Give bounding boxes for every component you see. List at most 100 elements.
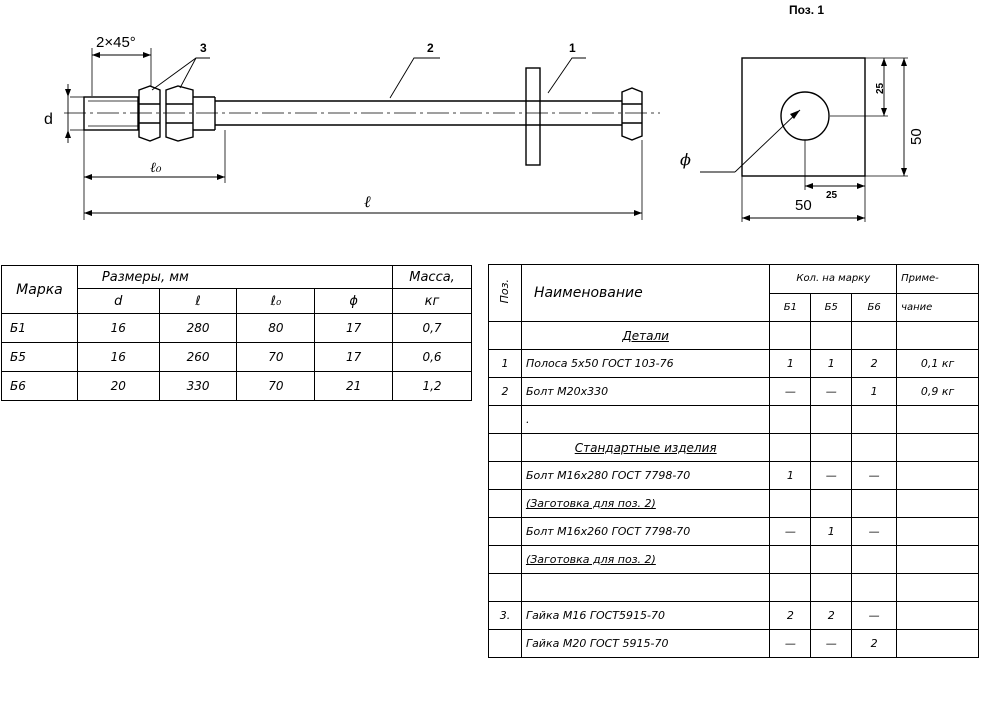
qty-cell: — [810,461,853,490]
pos-cell [488,489,522,518]
plate-width-25: 25 [826,190,838,201]
qty-cell: — [851,461,898,490]
qty-cell [810,489,853,518]
sub-l: ℓ [158,288,238,314]
pos-cell: 3. [488,601,522,630]
value-cell: 1,2 [392,371,472,401]
dim-l0-label: ℓ₀ [150,160,162,176]
value-cell: 17 [314,342,394,372]
note-cell [896,321,979,350]
qty-cell: — [851,601,898,630]
value-cell: 16 [76,342,160,372]
qty-cell [769,489,812,518]
qty-cell [851,321,898,350]
note-cell [896,629,979,658]
col-sizes-header: Размеры, мм [76,265,394,289]
value-cell: 260 [158,342,238,372]
pos-cell [488,573,522,602]
pos-cell [488,629,522,658]
qty-cell: 1 [851,377,898,406]
table-row: Стандартные изделия [488,433,979,462]
value-cell: 80 [236,313,316,343]
qty-cell: — [810,629,853,658]
qty-cell [810,321,853,350]
pos-cell [488,405,522,434]
value-cell: 21 [314,371,394,401]
value-cell: 70 [236,371,316,401]
mark-cell: Б6 [1,371,78,401]
qty-cell: — [769,377,812,406]
plate-height-25: 25 [875,82,886,94]
table-row [488,573,979,602]
qty-cell: 1 [810,349,853,378]
qty-sub-b5: Б5 [810,292,853,322]
pos-cell: 1 [488,349,522,378]
qty-cell: — [769,629,812,658]
specification-table: Поз. Наименование Кол. на марку Приме- Б… [488,264,979,658]
qty-cell [851,405,898,434]
qty-cell [810,545,853,574]
mark-cell: Б1 [1,313,78,343]
dim-d-label: d [44,111,53,128]
table-row: . [488,405,979,434]
qty-cell: 1 [769,461,812,490]
qty-cell [851,489,898,518]
col-mark-header: Марка [1,265,78,314]
pos-cell [488,517,522,546]
note-cell [896,489,979,518]
plate-height-50: 50 [908,128,925,145]
name-cell: (Заготовка для поз. 2) [520,489,771,518]
note-cell [896,433,979,462]
sub-l0: ℓ₀ [236,288,316,314]
name-cell: Болт М16x280 ГОСТ 7798-70 [520,461,771,490]
value-cell: 16 [76,313,160,343]
qty-sub-b1: Б1 [769,292,812,322]
qty-cell [810,433,853,462]
qty-cell: 1 [769,349,812,378]
name-cell: (Заготовка для поз. 2) [520,545,771,574]
table-row: (Заготовка для поз. 2) [488,489,979,518]
col-note-header: Приме- [896,264,979,294]
note-cell [896,545,979,574]
qty-cell [769,573,812,602]
bolt-drawing: Поз. 1 2×45° 1 2 3 d ℓ₀ ℓ ϕ 50 25 50 25 [44,3,925,222]
table-row: Детали [488,321,979,350]
value-cell: 0,6 [392,342,472,372]
qty-cell [851,433,898,462]
note-cell [896,405,979,434]
mark-cell: Б5 [1,342,78,372]
mass-unit: кг [392,288,472,314]
qty-cell: 2 [769,601,812,630]
name-cell: Гайка М16 ГОСТ5915-70 [520,601,771,630]
pos-cell [488,321,522,350]
pos-title: Поз. 1 [789,3,824,17]
name-cell: Болт М16x260 ГОСТ 7798-70 [520,517,771,546]
qty-cell [769,321,812,350]
value-cell: 330 [158,371,238,401]
dim-l-label: ℓ [364,192,371,211]
col-mass-header: Масса, [392,265,472,289]
sub-phi: ϕ [314,288,394,314]
value-cell: 20 [76,371,160,401]
name-cell: Гайка М20 ГОСТ 5915-70 [520,629,771,658]
qty-cell [769,433,812,462]
plate-width-50: 50 [795,197,812,214]
table-row: Болт М16x260 ГОСТ 7798-70—1— [488,517,979,546]
qty-cell [769,405,812,434]
pos-cell [488,461,522,490]
callout-2: 2 [427,41,434,55]
note-cell [896,517,979,546]
table-row: (Заготовка для поз. 2) [488,545,979,574]
qty-cell: 2 [851,349,898,378]
name-cell: Стандартные изделия [520,433,771,462]
col-qty-header: Кол. на марку [769,264,898,294]
col-name-header: Наименование [520,264,771,322]
